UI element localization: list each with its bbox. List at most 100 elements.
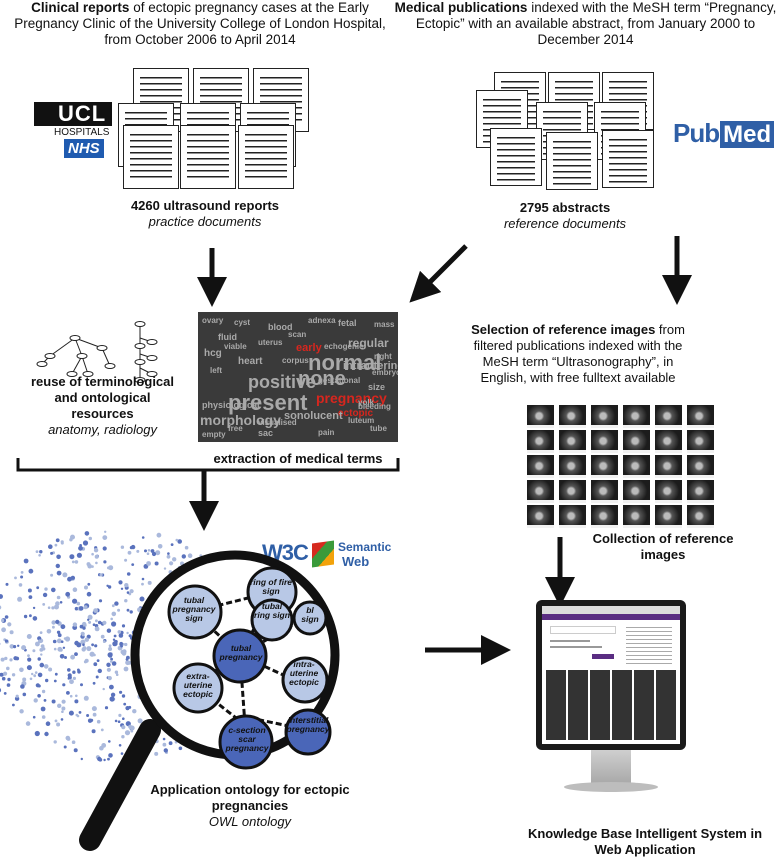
pubmed-logo-pub: Pub xyxy=(673,118,719,148)
wordcloud-term: early xyxy=(296,342,322,354)
ontology-dot xyxy=(27,654,30,657)
ontology-dot xyxy=(10,630,14,634)
web-application-screenshot xyxy=(542,606,680,744)
ontology-dot xyxy=(14,577,17,580)
clinical-reports-heading-bold: Clinical reports xyxy=(31,0,129,15)
ucl-logo-text: UCL xyxy=(58,101,106,127)
ontology-dot xyxy=(9,658,12,661)
selection-heading-bold: Selection of reference images xyxy=(471,322,655,337)
node-label-tubal-ring-sign: tubal ring sign xyxy=(254,602,290,620)
reference-documents-label: reference documents xyxy=(460,216,670,232)
ontology-dot xyxy=(30,678,33,681)
ontology-dot xyxy=(5,639,8,642)
ontology-dot xyxy=(4,692,7,695)
ucl-hospitals-logo: UCL HOSPITALS NHS xyxy=(34,102,114,162)
knowledge-base-label: Knowledge Base Intelligent System in Web… xyxy=(520,826,770,858)
ontology-dot xyxy=(19,668,24,673)
ontology-dot xyxy=(13,656,17,660)
ontology-dot xyxy=(27,665,32,670)
ontology-dot xyxy=(1,619,4,622)
wordcloud-term: fluid xyxy=(218,332,237,342)
ontology-dot xyxy=(12,673,15,676)
anatomy-radiology-label: anatomy, radiology xyxy=(10,422,195,438)
reference-images-grid xyxy=(527,405,727,525)
wordcloud-term: right xyxy=(374,352,392,361)
ucl-hospitals-text: HOSPITALS xyxy=(54,127,109,138)
ontology-dot xyxy=(24,559,29,564)
wordcloud-term: size xyxy=(368,382,385,392)
wordcloud-term: left xyxy=(210,366,222,375)
ontology-dot xyxy=(16,695,19,698)
reference-documents-stack xyxy=(476,72,666,197)
wordcloud-term: sac xyxy=(258,428,273,438)
node-label-ring-of-fire-sign: ring of fire sign xyxy=(248,578,294,596)
selection-reference-images-text: Selection of reference images from filte… xyxy=(458,322,698,386)
wordcloud-term: adnexa xyxy=(308,316,336,325)
medical-publications-heading: Medical publications indexed with the Me… xyxy=(392,0,779,48)
reuse-resources-label: reuse of terminological and ontological … xyxy=(23,374,183,422)
practice-documents-stack xyxy=(118,68,318,198)
ontology-dot xyxy=(19,709,23,713)
wordcloud-term: visualised xyxy=(258,418,297,427)
ontology-dot xyxy=(24,615,27,618)
ontology-dot xyxy=(20,576,23,579)
owl-ontology-label: OWL ontology xyxy=(150,814,350,830)
ontology-dot xyxy=(27,658,31,662)
wordcloud-term: ovary xyxy=(202,316,223,325)
wordcloud-term: bleeding xyxy=(358,402,391,411)
wordcloud-term: echogenic xyxy=(324,342,364,351)
wordcloud-term: hcg xyxy=(204,348,222,359)
ontology-dot xyxy=(1,627,6,632)
ontology-dot xyxy=(5,615,9,619)
ontology-dot xyxy=(23,693,27,697)
wordcloud-term: tube xyxy=(370,424,387,433)
web-logo-text: Web xyxy=(342,554,369,569)
wordcloud-term: free xyxy=(228,424,243,433)
clinical-reports-heading: Clinical reports of ectopic pregnancy ca… xyxy=(0,0,400,48)
wordcloud-term: scan xyxy=(288,330,306,339)
wordcloud-term: viable xyxy=(224,342,247,351)
ultrasound-reports-count: 4260 ultrasound reports xyxy=(105,198,305,214)
ontology-dot xyxy=(0,605,1,609)
wordcloud-term: pain xyxy=(318,428,334,437)
extraction-label: extraction of medical terms xyxy=(196,451,400,467)
monitor-stand xyxy=(591,750,631,784)
ontology-dot xyxy=(7,678,10,681)
ontology-dot xyxy=(1,658,5,662)
ontology-dot xyxy=(21,645,26,650)
ontology-dot xyxy=(35,671,38,674)
wordcloud-term: gestational xyxy=(318,376,360,385)
ontology-dot xyxy=(17,645,19,647)
ontology-dot xyxy=(28,589,32,593)
abstracts-count: 2795 abstracts xyxy=(460,200,670,216)
ontology-dot xyxy=(33,607,35,609)
node-label-intra-uterine-ectopic: intra-uterine ectopic xyxy=(282,660,326,687)
ontology-dot xyxy=(33,616,38,621)
ontology-dot xyxy=(26,721,31,726)
pubmed-logo-med: Med xyxy=(720,121,774,148)
ontology-dot xyxy=(13,645,16,648)
ontology-dot xyxy=(4,657,7,660)
wordcloud-term: cyst xyxy=(234,318,250,327)
ontology-dot xyxy=(32,649,35,652)
wordcloud-term: mass xyxy=(374,320,394,329)
medical-terms-wordcloud: normal none positive present pregnancy i… xyxy=(198,312,398,442)
node-label-tubal-pregnancy-sign: tubal pregnancy sign xyxy=(166,596,222,623)
ontology-dot xyxy=(31,673,33,675)
ontology-dot xyxy=(29,595,33,599)
wordcloud-term: fetal xyxy=(338,318,357,328)
wordcloud-term: physiological xyxy=(202,400,260,410)
ontology-dot xyxy=(33,674,36,677)
ontology-dot xyxy=(17,597,22,602)
node-label-bl-sign: bl sign xyxy=(300,606,320,624)
ontology-dot xyxy=(29,614,32,617)
ontology-dot xyxy=(7,683,11,687)
ontology-dot xyxy=(12,704,15,707)
monitor-icon xyxy=(536,600,686,810)
ontology-dot xyxy=(33,716,36,719)
ontology-dot xyxy=(0,594,3,599)
ontology-dot xyxy=(2,677,6,681)
node-label-interstitial-pregnancy: interstitial pregnancy xyxy=(286,716,330,734)
ontology-dot xyxy=(29,569,34,574)
